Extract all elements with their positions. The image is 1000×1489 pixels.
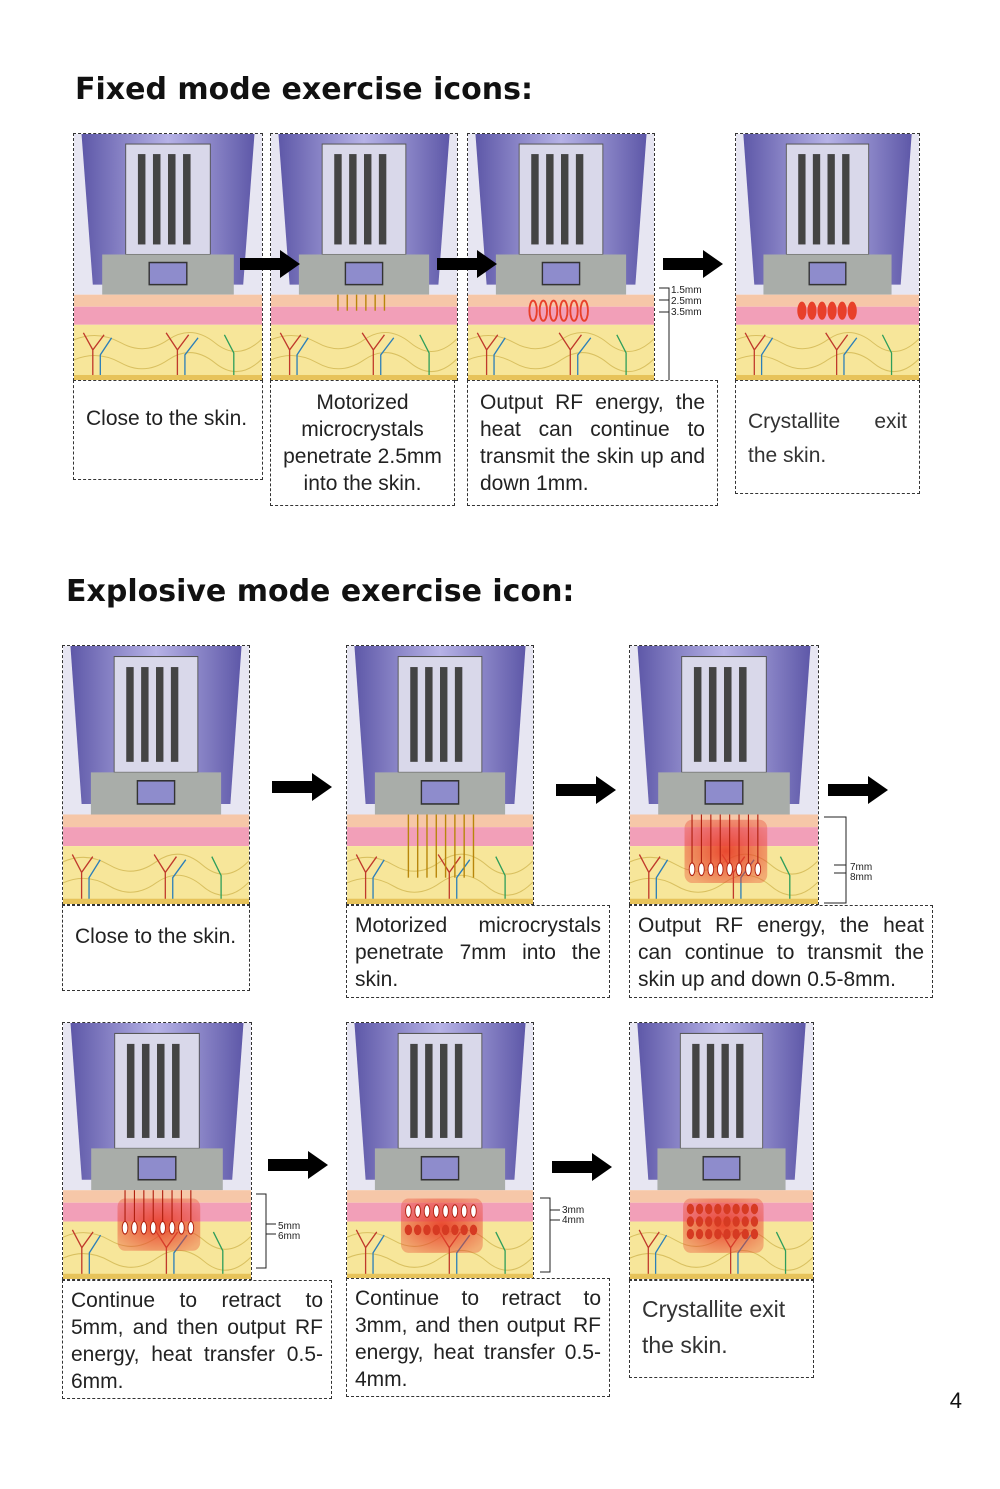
fixed-step-1-image (73, 133, 263, 381)
depth-scale-fixed: 1.5mm 2.5mm 3.5mm (657, 286, 737, 386)
arrow-right-icon (828, 776, 888, 804)
fixed-step-4-caption: Crystallite exit the skin. (735, 380, 920, 494)
explosive-step-5-caption: Continue to retract to 3mm, and then out… (346, 1278, 610, 1397)
depth-scale-explosive-3: 3mm 4mm (538, 1196, 598, 1276)
fixed-step-2-caption: Motorized microcrystals penetrate 2.5mm … (270, 380, 455, 506)
fixed-step-3-image (467, 133, 655, 381)
fixed-step-4-image (735, 133, 920, 381)
explosive-step-2-caption: Motorized microcrystals penetrate 7mm in… (346, 905, 610, 998)
explosive-step-4-image (62, 1022, 252, 1280)
fixed-mode-heading: Fixed mode exercise icons: (75, 72, 533, 107)
explosive-step-4-caption: Continue to retract to 5mm, and then out… (62, 1280, 332, 1399)
arrow-right-icon (268, 1151, 328, 1179)
fixed-step-2-image (270, 133, 458, 381)
arrow-right-icon (437, 250, 497, 278)
page-number: 4 (949, 1388, 962, 1413)
explosive-step-1-image (62, 645, 250, 905)
explosive-step-5-image (346, 1022, 534, 1280)
fixed-step-3-caption: Output RF energy, the heat can continue … (467, 380, 718, 506)
explosive-step-3-caption: Output RF energy, the heat can continue … (629, 905, 933, 998)
explosive-step-1-caption: Close to the skin. (62, 905, 250, 991)
depth-label: 1.5mm (671, 285, 702, 296)
arrow-right-icon (552, 1153, 612, 1181)
arrow-right-icon (240, 250, 300, 278)
depth-scale-explosive-1: 7mm 8mm (820, 815, 890, 905)
explosive-step-3-image (629, 645, 819, 905)
depth-label: 3.5mm (671, 307, 702, 318)
depth-label: 8mm (850, 872, 873, 883)
depth-scale-explosive-2: 5mm 6mm (254, 1192, 314, 1272)
arrow-right-icon (663, 250, 723, 278)
depth-label: 4mm (562, 1215, 585, 1226)
explosive-step-6-caption: Crystallite exit the skin. (629, 1280, 814, 1378)
explosive-mode-heading: Explosive mode exercise icon: (66, 574, 575, 609)
depth-label: 5mm (278, 1221, 301, 1232)
explosive-step-2-image (346, 645, 534, 905)
depth-label: 3mm (562, 1205, 585, 1216)
arrow-right-icon (556, 776, 616, 804)
explosive-step-6-image (629, 1022, 814, 1280)
depth-label: 7mm (850, 862, 873, 873)
arrow-right-icon (272, 773, 332, 801)
depth-label: 2.5mm (671, 296, 702, 307)
depth-label: 6mm (278, 1231, 301, 1242)
fixed-step-1-caption: Close to the skin. (73, 380, 263, 480)
